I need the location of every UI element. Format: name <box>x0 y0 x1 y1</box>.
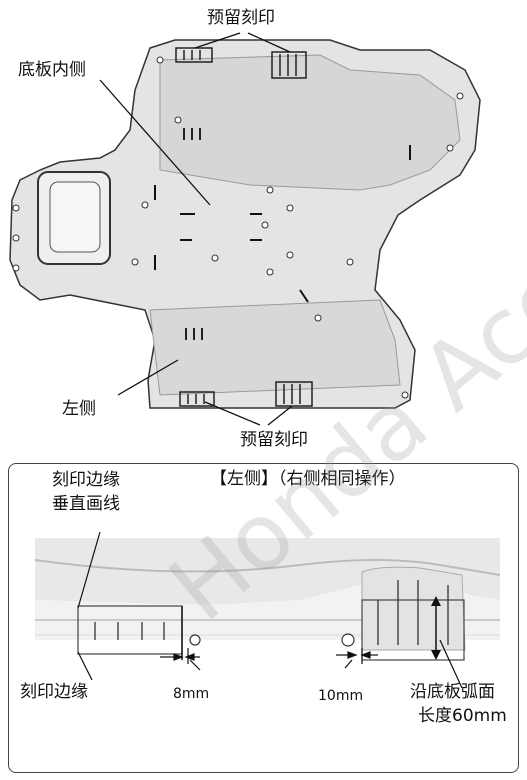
dimension-10mm: 10mm <box>318 688 364 704</box>
label-arc-length-2: 长度60mm <box>418 706 507 726</box>
label-engraving-edge: 刻印边缘 <box>20 682 88 702</box>
label-edge-vertical-line-2: 垂直画线 <box>52 494 120 514</box>
label-left-side: 左侧 <box>62 399 96 419</box>
label-reserved-engraving-top: 预留刻印 <box>207 8 275 28</box>
engraving-mark-bottom-right <box>275 381 313 407</box>
engraving-mark-top-left <box>175 47 213 63</box>
label-reserved-engraving-bottom: 预留刻印 <box>240 430 308 450</box>
detail-title: 【左侧】（右侧相同操作） <box>210 469 406 489</box>
label-floor-inner-side: 底板内侧 <box>18 60 86 80</box>
label-arc-length-1: 沿底板弧面 <box>410 682 495 702</box>
engraving-mark-bottom-left <box>179 391 215 407</box>
detail-panel <box>8 463 519 773</box>
label-edge-vertical-line-1: 刻印边缘 <box>52 470 120 490</box>
dimension-8mm: 8mm <box>173 686 210 702</box>
engraving-mark-top-right <box>271 51 307 79</box>
right-engraving-box <box>361 599 465 661</box>
floor-panel-diagram <box>9 32 481 426</box>
